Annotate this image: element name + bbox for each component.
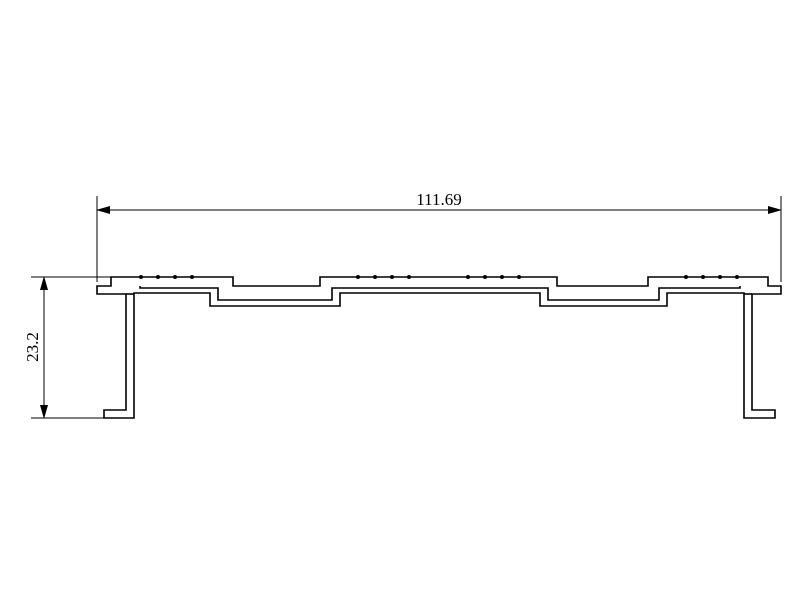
grip-notch — [373, 275, 377, 279]
grip-notches — [139, 275, 739, 279]
grip-notch — [684, 275, 688, 279]
height-dimension: 23.2 — [23, 276, 112, 419]
profile-outer-contour — [96, 276, 782, 419]
grip-notch — [701, 275, 705, 279]
profile-cross-section — [96, 276, 782, 419]
width-dimension: 111.69 — [96, 190, 782, 282]
profile-inner-contour — [139, 286, 741, 301]
grip-notch — [390, 275, 394, 279]
grip-notch — [500, 275, 504, 279]
grip-notch — [517, 275, 521, 279]
grip-notch — [718, 275, 722, 279]
grip-notch — [156, 275, 160, 279]
height-dimension-label: 23.2 — [23, 332, 42, 362]
grip-notch — [407, 275, 411, 279]
grip-notch — [483, 275, 487, 279]
grip-notch — [173, 275, 177, 279]
grip-notch — [466, 275, 470, 279]
grip-notch — [356, 275, 360, 279]
width-dimension-label: 111.69 — [416, 190, 462, 209]
grip-notch — [735, 275, 739, 279]
grip-notch — [139, 275, 143, 279]
grip-notch — [190, 275, 194, 279]
